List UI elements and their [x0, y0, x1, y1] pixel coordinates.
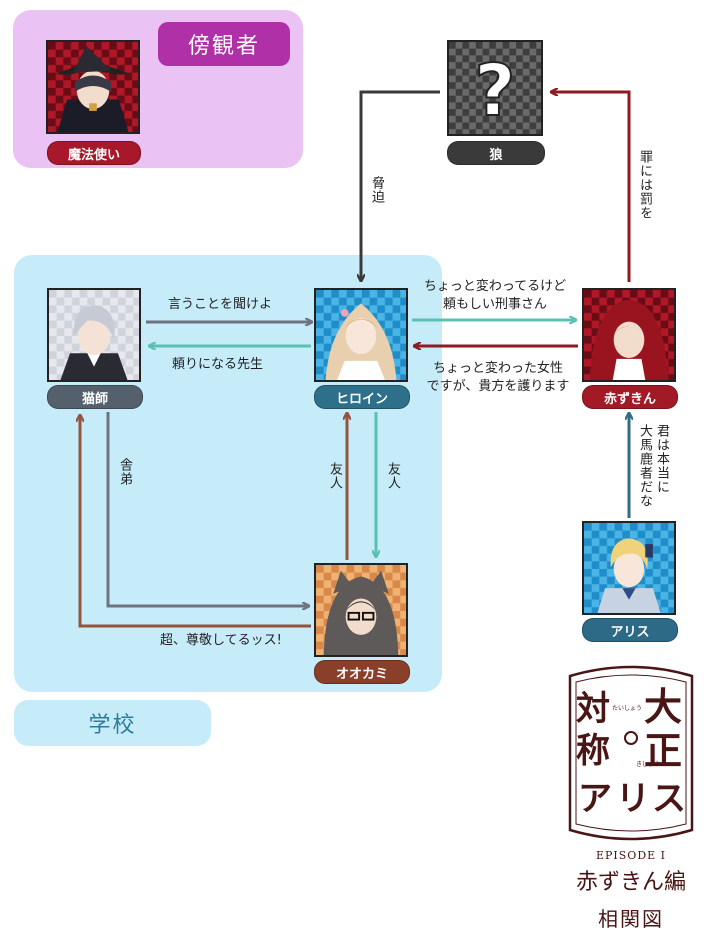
teacher-portrait-art — [49, 290, 139, 380]
akazukin-portrait — [582, 288, 676, 382]
clover-icon — [624, 731, 638, 745]
logo-char: 称 — [576, 731, 610, 771]
arrow-akazukin-to-unknown — [552, 92, 631, 282]
unknown-name-tag: 狼 — [447, 141, 545, 165]
logo-frame-ornament — [568, 665, 694, 841]
label-heroine-to-akazukin: ちょっと変わってるけど 頼もしい刑事さん — [423, 279, 567, 312]
magician-portrait — [46, 40, 140, 134]
logo-ruby-left: たいしょう — [612, 705, 643, 712]
bystander-label: 傍観者 — [158, 22, 290, 66]
label-ookami-to-heroine: 友人 — [327, 462, 342, 490]
ookami-portrait — [314, 563, 408, 657]
teacher-name-tag: 猫師 — [47, 385, 143, 409]
label-heroine-to-teacher: 頼りになる先生 — [172, 357, 264, 372]
magician-name-tag: 魔法使い — [47, 141, 141, 165]
school-label: 学校 — [88, 713, 137, 738]
ookami-portrait-art — [316, 565, 406, 655]
label-akazukin-to-heroine: ちょっと変わった女性 ですが、貴方を護ります — [426, 361, 570, 394]
heroine-portrait-art — [316, 290, 406, 380]
logo-char: ア — [578, 779, 612, 819]
title-logo: 対 称 大 正 ア リ ス たいしょう きしょう — [556, 662, 706, 844]
logo-chapter: 赤ずきん編 — [575, 870, 686, 895]
label-alice-to-akazukin: 君は本当に 大馬鹿者だな — [637, 424, 669, 508]
label-akazukin-to-unknown: 罪には罰を — [637, 150, 652, 220]
logo-char: 大 — [644, 684, 683, 729]
arrow-unknown-to-heroine — [361, 90, 440, 280]
school-label-box — [14, 700, 211, 746]
akazukin-portrait-art — [584, 290, 674, 380]
arrow-teacher-to-ookami — [106, 412, 308, 606]
arrow-ookami-to-teacher — [80, 416, 311, 628]
unknown-portrait-art: ? — [449, 42, 541, 134]
logo-char: リ — [616, 779, 650, 819]
logo-char: 正 — [644, 728, 683, 773]
akazukin-name-tag: 赤ずきん — [582, 385, 678, 409]
label-ookami-to-teacher: 超、尊敬してるッス! — [160, 633, 282, 648]
alice-portrait-art — [584, 523, 674, 613]
magician-portrait-art — [48, 42, 138, 132]
ookami-name-tag: オオカミ — [314, 660, 410, 684]
label-unknown-to-heroine: 脅迫 — [369, 176, 384, 204]
unknown-portrait: ? — [447, 40, 543, 136]
question-mark-icon: ? — [474, 49, 515, 132]
label-teacher-to-ookami: 舎弟 — [117, 458, 132, 486]
alice-portrait — [582, 521, 676, 615]
heroine-name-tag: ヒロイン — [314, 385, 410, 409]
heroine-portrait — [314, 288, 408, 382]
label-heroine-to-ookami: 友人 — [385, 462, 400, 490]
logo-char: ス — [652, 779, 686, 819]
logo-subtitle: 相関図 — [598, 907, 664, 931]
logo-ruby-right: きしょう — [636, 761, 661, 768]
logo-char: 対 — [576, 689, 610, 729]
label-teacher-to-heroine: 言うことを聞けよ — [168, 297, 273, 312]
logo-episode: EPISODE I — [595, 849, 667, 862]
teacher-portrait — [47, 288, 141, 382]
alice-name-tag: アリス — [582, 618, 678, 642]
